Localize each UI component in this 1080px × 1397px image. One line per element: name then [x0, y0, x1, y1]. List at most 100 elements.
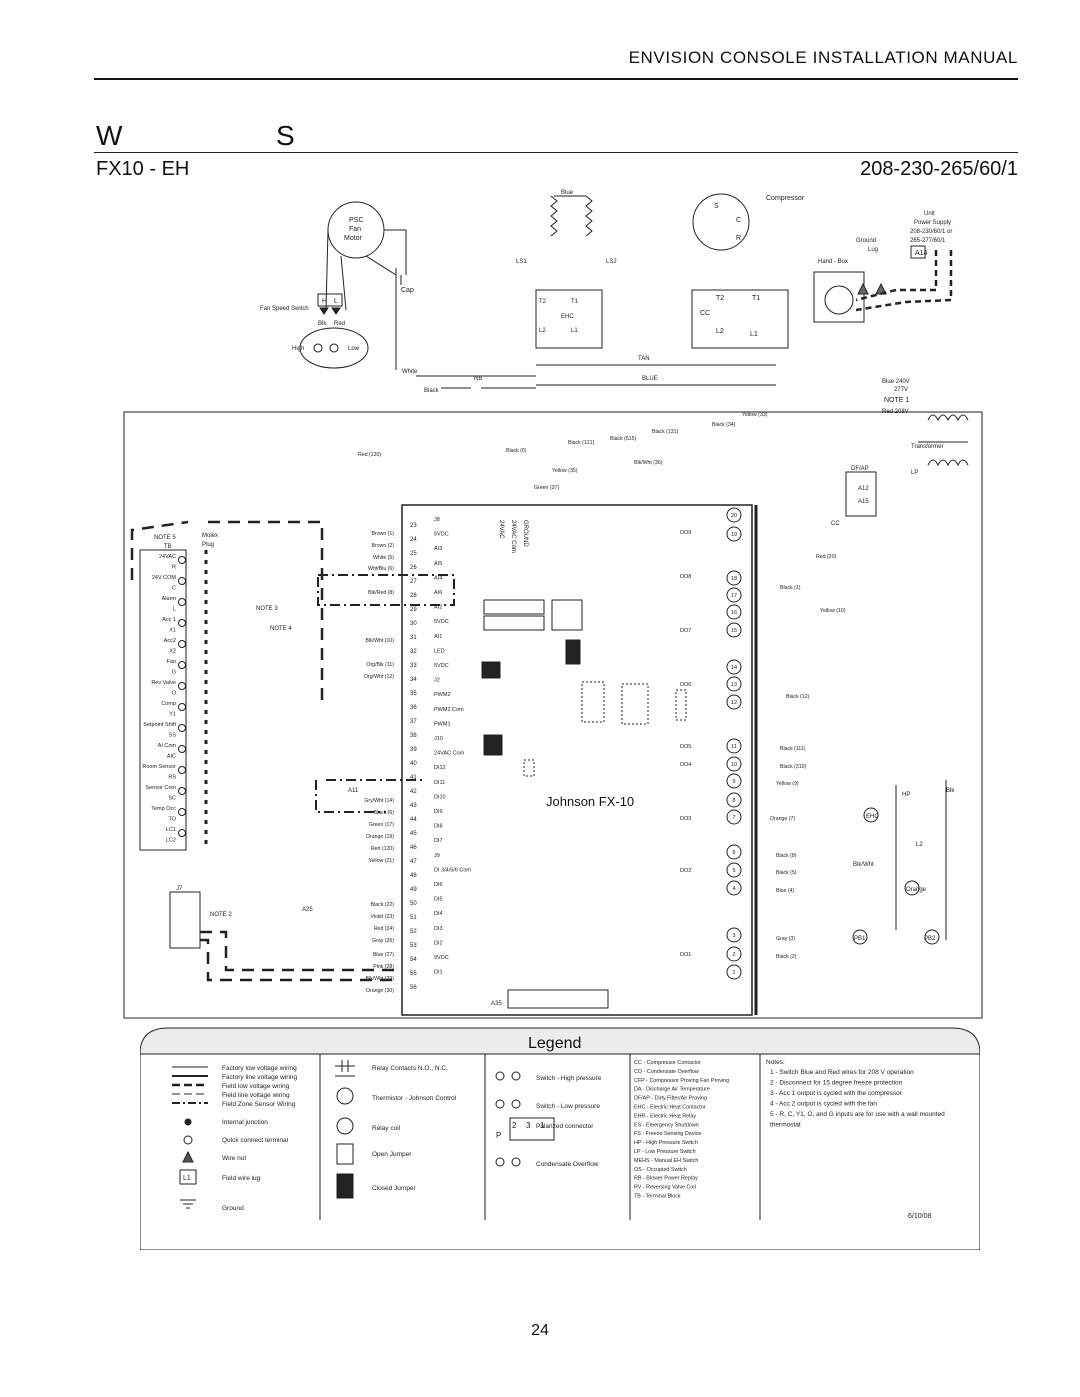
cc-t2: T2	[716, 295, 724, 302]
right-wire-label-list: Yellow (33)Black (34)Black (131)Black (5…	[358, 412, 846, 960]
legend-abbreviation: CC - Compressor Contactor	[634, 1060, 701, 1066]
top-wiring: TAN BLUE RB White Black	[402, 356, 776, 394]
cc-l2: L2	[716, 328, 724, 335]
legend-symbol-1: Field wire lug	[222, 1175, 261, 1182]
harness-24vac-com: 24VAC Com	[510, 520, 516, 553]
tb-terminal-label: Sensor Com	[145, 785, 176, 791]
molex-2: Plug	[202, 542, 214, 548]
note2-label: NOTE 2	[210, 912, 232, 918]
tb-terminal-label: Rev Valve	[151, 680, 176, 686]
harness-24vac: 24VAC	[498, 520, 504, 539]
tb-label: TB	[164, 544, 172, 550]
tb-screw	[178, 661, 186, 669]
fx-pin-number: 43	[410, 803, 417, 809]
fx-pin-number: 23	[410, 523, 417, 529]
model-label: FX10 - EH	[96, 158, 190, 180]
left-wire-label: Blk/Red (8)	[368, 590, 394, 596]
unit-power-supply: Unit Power Supply 208-230/60/1 or 265-27…	[813, 211, 952, 323]
legend-abbreviation: CFP - Compressor Proving Fan Proving	[634, 1078, 729, 1084]
blk-right: Blk	[946, 788, 955, 794]
harness-ground: GROUND	[522, 520, 528, 547]
legend-symbol-1: Ground	[222, 1205, 244, 1212]
left-wire-label: Blk/Wht (29)	[365, 976, 394, 982]
fx-right-pin-number: 8	[732, 798, 735, 804]
right-wire-label: Yellow (9)	[776, 781, 799, 787]
legend-symbol-2: Closed Jumper	[372, 1185, 417, 1192]
lug-symbol-label: L1	[183, 1175, 191, 1182]
fx-pin-name: 5VDC	[434, 663, 449, 669]
fx-pin-number: 26	[410, 565, 417, 571]
tb-terminal-label: Acc2	[164, 638, 176, 644]
hand-box-label: Hand - Box	[818, 259, 848, 265]
legend-abbreviation: LP - Low Pressure Switch	[634, 1149, 696, 1155]
fx-pin-number: 44	[410, 817, 417, 823]
fx-pin-name: PWM2	[434, 692, 451, 698]
page-number: 24	[531, 1322, 549, 1339]
legend-symbol-2: Thermistor - Johnson Control	[372, 1095, 457, 1102]
comp-c: C	[736, 217, 741, 224]
fs-red: Red	[334, 321, 345, 327]
tb-screw	[178, 619, 186, 627]
right-wire-label: Black (131)	[652, 429, 679, 435]
right-wire-label: Orange (7)	[770, 816, 795, 822]
fx-right-pin	[726, 844, 742, 860]
right-wire-label: Red (20)	[816, 554, 836, 560]
left-wire-label: Green (17)	[369, 822, 394, 828]
fx-right-pin	[726, 659, 742, 675]
tb-screw	[178, 598, 186, 606]
fx-pin-number: 38	[410, 733, 417, 739]
molex-1: Molex	[202, 533, 218, 539]
fx-pin-name: 5VDC	[434, 619, 449, 625]
legend-symbol-3: Condensate Overflow	[536, 1161, 599, 1168]
white-top: White	[402, 369, 418, 375]
legend-wiring-type: Field line voltage wiring	[222, 1092, 290, 1099]
legend-col2-symbols	[335, 1060, 355, 1199]
fx-pin-number: 34	[410, 677, 417, 683]
legend-symbol-list-2: Relay Contacts N.O., N.C.Thermistor - Jo…	[372, 1065, 457, 1192]
fx-pin-name: DI12	[434, 765, 446, 771]
left-wire-label: Blk/Wht (10)	[365, 638, 394, 644]
xfmr-blkwht: LP	[911, 470, 918, 476]
ups-1: Unit	[924, 211, 935, 217]
fx-pin-number: 49	[410, 887, 417, 893]
right-wiring: Yellow (33)Black (34)Black (131)Black (5…	[358, 412, 955, 960]
legend-line-samples	[172, 1066, 208, 1209]
right-wire-label: Black (12)	[786, 694, 810, 700]
left-wire-label: Red (24)	[374, 926, 394, 932]
legend-abbreviation: RB - Blower Power Replay	[634, 1176, 698, 1182]
tb-terminal-label: Y1	[169, 712, 176, 718]
tb-terminal-label: LC1	[166, 827, 176, 833]
right-wire-label: Black (34)	[712, 422, 736, 428]
fx-do-label: DO1	[680, 952, 691, 958]
fx-right-pin	[726, 676, 742, 692]
left-wire-label: Pink (28)	[373, 964, 394, 970]
fx-right-pin-number: 17	[731, 593, 737, 599]
ehc-coil-label: PB2	[924, 936, 936, 942]
fx-pin-name: J9	[434, 853, 440, 859]
fx-pin-number: 54	[410, 957, 417, 963]
fx-pin-number: 48	[410, 873, 417, 879]
fx-pin-number: 55	[410, 971, 417, 977]
fx-pin-number: 46	[410, 845, 417, 851]
fs-low: Low	[348, 346, 360, 352]
tb-terminal-label: L	[173, 607, 176, 613]
fx10-label: Johnson FX-10	[546, 794, 634, 809]
left-wire-label: Gray (26)	[372, 938, 394, 944]
pb1-l2: A15	[858, 499, 869, 505]
tb-screw	[178, 787, 186, 795]
fx-pin-name: J8	[434, 517, 440, 523]
tb-screw	[178, 766, 186, 774]
legend-wiring-type: Factory low voltage wiring	[222, 1065, 297, 1072]
fx-right-pin-number: 11	[731, 744, 737, 750]
note4-label: NOTE 4	[270, 626, 292, 632]
ground-lug-1: Ground	[856, 238, 876, 244]
capacitor: Cap	[395, 268, 414, 294]
polar-3: 3	[526, 1121, 531, 1130]
fx-pin-number: 29	[410, 607, 417, 613]
legend-symbol-2: Open Jumper	[372, 1151, 412, 1158]
fx-right-pin-number: 1	[732, 970, 735, 976]
left-wire-label: Org/Wht (12)	[364, 674, 394, 680]
tb-terminal-label: TO	[168, 817, 176, 823]
